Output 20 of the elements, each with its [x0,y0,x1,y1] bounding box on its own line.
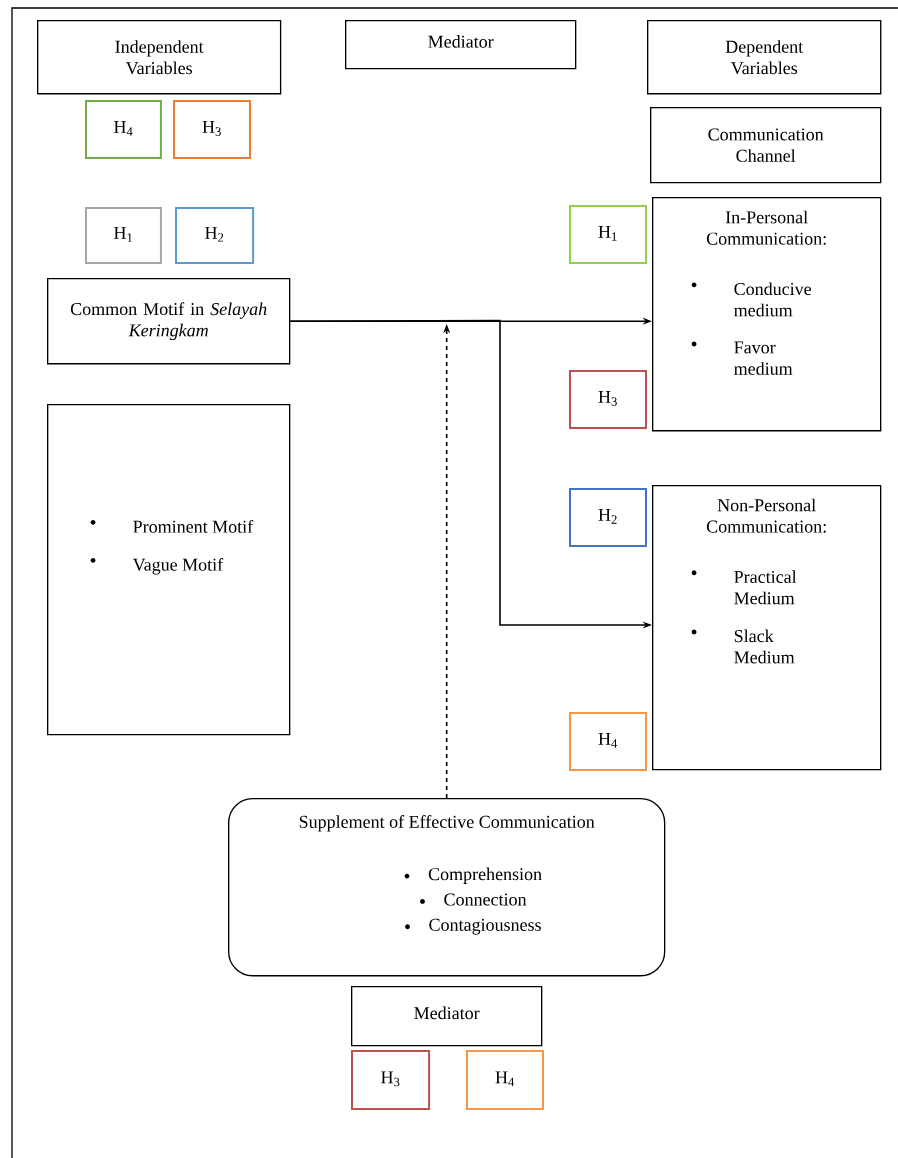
hypothesis-box: H$_{3}$ [569,370,647,430]
hypothesis-box: H$_{1}$ [85,207,162,264]
motif-box: Prominent Motif Vague Motif [47,404,291,736]
variable-box: Common Motif in Selayah Keringkam [47,278,291,365]
mediator-box: Supplement of Effective Communication Comprehension Connection Contagiousness [228,798,666,977]
hypothesis-box: H$_{2}$ [569,488,647,548]
hypothesis-box: H$_{1}$ [569,205,647,265]
hypothesis-box: H$_{4}$ [466,1050,544,1110]
variable-box: Independent Variables [37,20,282,95]
hypothesis-box: H$_{3}$ [351,1050,431,1110]
hypothesis-box: H$_{2}$ [175,207,255,264]
variable-box: Dependent Variables [647,20,882,95]
channel-box: Non-Personal Communication: Practical Medium Slack Medium [652,485,882,771]
variable-box: Communication Channel [650,107,882,184]
hypothesis-box: H$_{3}$ [173,100,251,160]
variable-box: Mediator [345,20,577,70]
variable-box: Mediator [351,986,543,1047]
hypothesis-box: H$_{4}$ [569,712,647,772]
channel-box: In-Personal Communication: Conducive medium Favor medium [652,197,882,432]
hypothesis-box: H$_{4}$ [85,100,162,160]
